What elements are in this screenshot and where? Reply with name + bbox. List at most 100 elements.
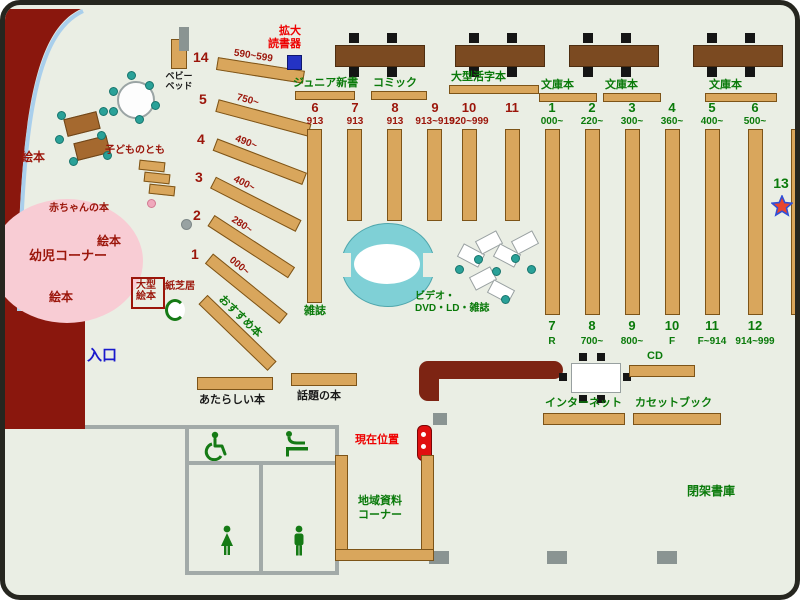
topic-books-label: 話題の本	[297, 390, 341, 402]
infant-corner-label: 幼児コーナー	[29, 248, 108, 263]
wall	[185, 425, 189, 575]
large-ehon-label-1: 大型	[136, 280, 156, 291]
bunko-shelf-3	[705, 93, 777, 102]
shelf-range-label: 400~	[231, 173, 257, 194]
reading-table	[693, 45, 783, 67]
comic-label: コミック	[373, 77, 417, 89]
shelf-number: 10	[664, 318, 680, 333]
baby-changing-icon	[286, 431, 308, 457]
shelf-range: F	[668, 336, 676, 347]
wall	[187, 571, 337, 575]
bunko-label-3: 文庫本	[709, 79, 742, 91]
shelf-range: 913~919	[415, 116, 455, 127]
female-restroom-icon	[221, 525, 233, 555]
shelf-column	[427, 129, 442, 221]
magnifier-device-icon	[287, 55, 302, 70]
chair	[579, 353, 587, 361]
entrance-label: 入口	[87, 347, 118, 364]
shelf-number-3: 3	[195, 169, 203, 185]
shelf-number: 7	[351, 100, 359, 115]
pillar	[657, 551, 677, 564]
shelf-number-13: 13	[773, 175, 789, 191]
chair	[597, 395, 605, 403]
bunko-label-1: 文庫本	[541, 79, 574, 91]
kids-chair-dot	[57, 111, 66, 120]
magnifier-label-1: 拡大	[279, 25, 301, 37]
chair	[597, 353, 605, 361]
shelf-number: 3	[628, 100, 636, 115]
shelf	[543, 413, 625, 425]
ehon-label-3: 絵本	[49, 290, 74, 304]
star-icon	[771, 195, 793, 217]
seat-dot	[501, 295, 510, 304]
wall	[259, 463, 263, 575]
new-books-shelf	[197, 377, 273, 390]
chair	[387, 33, 397, 43]
kamishibai-label: 紙芝居	[165, 281, 195, 292]
reading-table	[455, 45, 545, 67]
reading-table	[569, 45, 659, 67]
shelf-number: 5	[708, 100, 716, 115]
shelf-range: 400~	[700, 116, 724, 127]
shelf-number: 12	[747, 318, 763, 333]
shelf-number: 10	[461, 100, 477, 115]
pillar	[547, 551, 567, 564]
shelf-number: 6	[311, 100, 319, 115]
shelf-number-1: 1	[191, 246, 199, 262]
cd-label: CD	[647, 350, 663, 362]
seat-dot	[492, 267, 501, 276]
chair	[579, 395, 587, 403]
local-materials-label-1: 地域資料	[358, 495, 402, 507]
kids-chair-dot	[69, 157, 78, 166]
local-materials-shelf	[335, 549, 434, 561]
kids-chair-dot	[109, 107, 118, 116]
video-label-2: DVD・LD・雑誌	[415, 303, 490, 314]
baby-bed-label-1: ベビー	[165, 71, 193, 81]
shelf-range-label: 280~	[229, 214, 255, 236]
chair	[349, 67, 359, 77]
shelf-range-label: 750~	[235, 92, 260, 109]
entrance-wall-block	[5, 311, 85, 429]
chair	[469, 33, 479, 43]
shelf-range: R	[548, 336, 556, 347]
magazine-label: 雑誌	[304, 305, 326, 317]
chair	[621, 67, 631, 77]
pillar	[433, 413, 447, 425]
shelf-column	[505, 129, 520, 221]
shelf-range: 920~999	[449, 116, 489, 127]
large-print-shelf	[449, 85, 539, 94]
shelf-column	[462, 129, 477, 221]
shelf-number: 2	[588, 100, 596, 115]
service-counter	[429, 361, 563, 379]
shelf-number: 8	[391, 100, 399, 115]
kids-chair-dot	[103, 151, 112, 160]
kids-chair-dot	[127, 71, 136, 80]
shelf-column	[585, 129, 600, 315]
shelf-column	[665, 129, 680, 315]
c-bench-icon	[165, 299, 185, 321]
shelf-number-14: 14	[193, 49, 209, 65]
seat-dot	[511, 254, 520, 263]
seat-dot	[527, 265, 536, 274]
chair	[349, 33, 359, 43]
shelf	[633, 413, 721, 425]
pillar-dot	[181, 219, 192, 230]
kodomono-tomo-label: 子どものとも	[105, 145, 165, 156]
wall-shelf-13	[791, 129, 795, 315]
kids-chair-dot	[55, 135, 64, 144]
large-ehon-box	[131, 277, 165, 309]
baby-bed-label-2: ベッド	[165, 81, 193, 91]
ehon-label-1: 絵本	[21, 150, 46, 164]
shelf-number: 9	[431, 100, 439, 115]
shelf-range-label: 490~	[233, 133, 259, 152]
closed-stacks-label: 閉架書庫	[687, 484, 736, 498]
chair	[507, 33, 517, 43]
shelf-column	[625, 129, 640, 315]
junior-books-label: ジュニア新書	[293, 77, 359, 89]
bunko-label-2: 文庫本	[605, 79, 638, 91]
shelf-number-4: 4	[197, 131, 205, 147]
ehon-label-2: 絵本	[97, 234, 122, 248]
kids-chair-dot	[135, 115, 144, 124]
large-ehon-label-2: 絵本	[136, 291, 156, 302]
